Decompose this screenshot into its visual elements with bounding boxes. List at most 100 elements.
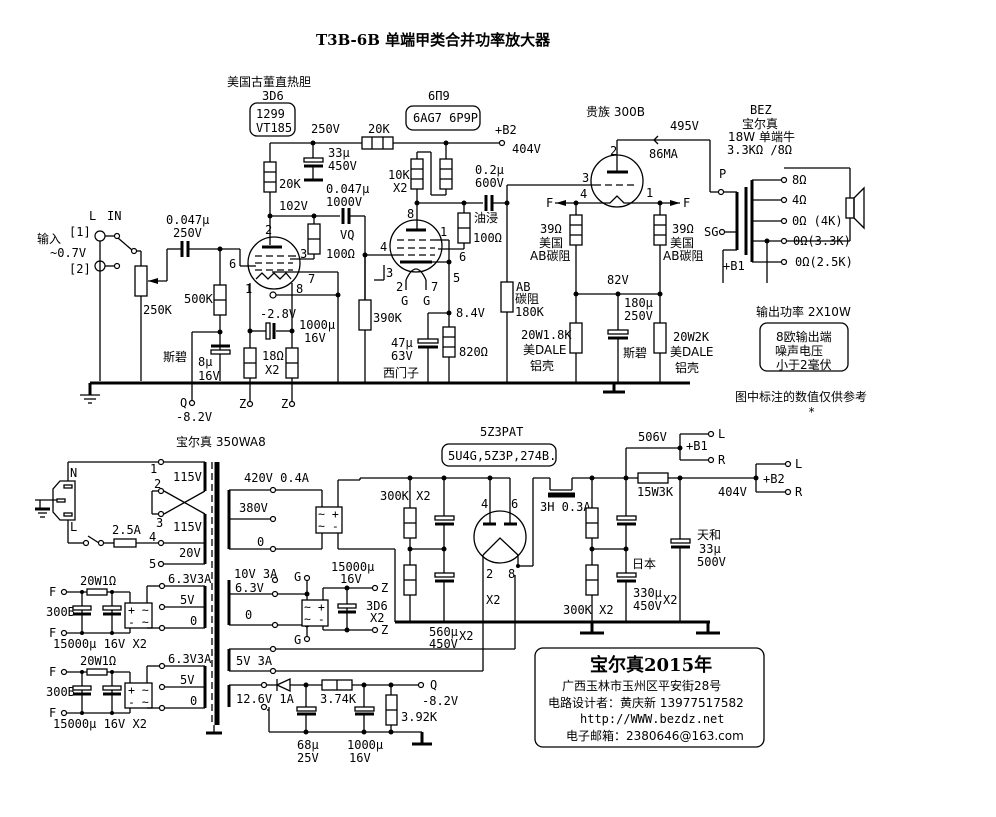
b2-cap-value: 33μ [699, 542, 721, 556]
main-caps-value: 330μ [633, 586, 662, 600]
supply-resistor-20k [361, 136, 394, 150]
grid-resistor-label: 500K [184, 292, 214, 306]
pin-label: 2 [265, 223, 272, 237]
b2-l: L [795, 457, 802, 471]
volume-pot[interactable] [134, 265, 148, 297]
fil-cap-value: 1000μ [299, 318, 335, 332]
stage1-alt-1: 1299 [256, 107, 285, 121]
heater-caps: 15000μ 16V X2 [53, 637, 147, 651]
g2-resistor-stage2-label: 100Ω [473, 231, 502, 245]
ot-tap-label: 0Ω (4K) [792, 214, 843, 228]
pt-tap: 3 [156, 516, 163, 530]
bias-cap-value: 8μ [198, 355, 212, 369]
bias-cap-brand: 斯碧 [163, 350, 187, 364]
cathode-resistor-820 [442, 326, 456, 358]
z-label: Z [239, 397, 246, 411]
input-cap-voltage: 250V [173, 226, 202, 240]
cathode-voltage-82v: 82V [607, 273, 629, 287]
ot-tap-label: 4Ω [792, 193, 806, 207]
spec-notes: 输出功率 2X10W 8欧输出端 噪声电压 小于2毫伏 图中标注的数值仅供参考 … [735, 304, 867, 419]
bias-cap1-value: 68μ [297, 738, 319, 752]
svg-text:~ +: ~ + [318, 507, 339, 521]
stage1-3d6: 美国古董直热胆 3D6 1299 VT185 250V 20K +B2 404V… [227, 74, 541, 411]
heater-3d6-z: Z [381, 581, 388, 595]
output-cathode-cap-brand: 斯碧 [623, 346, 647, 360]
heater-f: F [49, 585, 56, 599]
heater-zero: 0 [190, 694, 197, 708]
fuse [113, 538, 137, 548]
b1-r: R [718, 453, 726, 467]
volume-pot-label: 250K [143, 303, 173, 317]
tube-6p9 [389, 219, 443, 273]
pt-label: 宝尔真 350WA8 [176, 434, 266, 449]
speaker-icon [845, 197, 855, 219]
credits-email[interactable]: 电子邮箱：2380646@163.com [566, 728, 744, 743]
hum-resistor-left-type: AB碳阻 [530, 249, 570, 263]
hv-supply: 300K X2 560μ 450V X2 5Z3PAT 5U4G,5Z3P,27… [359, 425, 803, 651]
input-selector-switch[interactable] [117, 237, 133, 251]
hum-resistor-right-type: AB碳阻 [663, 249, 703, 263]
supply-resistor-label: 20K [368, 122, 390, 136]
heater-3d6-g: G [294, 633, 301, 647]
grid-resistor-180k-value: 180K [515, 305, 545, 319]
bias-cap2-value: 1000μ [347, 738, 383, 752]
res-right-type: 铝壳 [675, 360, 699, 375]
pin-label: 4 [380, 240, 387, 254]
f-label: F [546, 196, 553, 210]
pin-label: 1 [245, 282, 252, 296]
rect-qty: X2 [486, 593, 500, 607]
bias-cap-voltage: 16V [198, 369, 220, 383]
mains-n: N [70, 466, 77, 480]
b2-voltage-top: 404V [512, 142, 541, 156]
bridge-rectifier [124, 602, 153, 629]
stage2-tube-name: 6П9 [428, 89, 450, 103]
pt-voltage: 115V [173, 470, 202, 484]
coupling-cap-type: 油浸 [474, 211, 498, 225]
bias-load-label: 3.92K [401, 710, 438, 724]
cathode-cap-brand-stage2: 西门子 [383, 365, 419, 380]
z-label: Z [281, 397, 288, 411]
stage2-6p9: 6П9 6AG7 6P9P 10K X2 油浸 100Ω 0.2μ 600 [358, 89, 510, 383]
grid-resistor-180k-l2: 碳阻 [515, 292, 539, 306]
pin-label: 8 [508, 567, 515, 581]
mains-l: L [70, 520, 77, 534]
heater-3d6-g: G [294, 570, 301, 584]
main-caps-brand: 日本 [632, 557, 656, 571]
res-right-brand: 美DALE [670, 345, 714, 359]
fil-cap-voltage: 16V [304, 331, 326, 345]
choke-label: 3H 0.3A [540, 500, 591, 514]
filter-cap-voltage: 450V [328, 159, 357, 173]
f-label: F [683, 196, 690, 210]
bias-cap2-voltage: 16V [349, 751, 371, 765]
plate-resistor-10k-a [439, 158, 453, 190]
power-switch[interactable] [87, 535, 100, 544]
hv-tap: 380V [239, 501, 268, 515]
pin-label: 1 [440, 225, 447, 239]
stage1-alt-2: VT185 [256, 121, 292, 135]
pt-voltage: 20V [179, 546, 201, 560]
ot-tap-label: 0Ω(2.5K) [795, 255, 853, 269]
cathode-cap-value-stage2: 47μ [391, 336, 413, 350]
fuse-label: 2.5A [112, 523, 142, 537]
pin-label: 7 [431, 280, 438, 294]
credits-address: 广西玉林市玉州区平安街28号 [562, 678, 721, 693]
g-label: G [423, 294, 430, 308]
b1-voltage: 506V [638, 430, 667, 444]
plate-resistor-10k-label: 10K [388, 168, 410, 182]
heater-winding: 6.3V3A [168, 652, 212, 666]
pt-tap: 5 [149, 557, 156, 571]
main-caps-qty: X2 [663, 593, 677, 607]
rca-jack-1[interactable] [94, 230, 106, 242]
rectifier-alt-box [441, 443, 557, 467]
credits-url[interactable]: http://WWW.bezdz.net [580, 712, 725, 726]
grid-resistor-390k [358, 299, 372, 331]
q-label: Q [180, 396, 187, 410]
pt-tap: 1 [150, 462, 157, 476]
svg-text:+ ~: + ~ [128, 603, 149, 617]
power-transformer: 宝尔真 350WA8 N L 2.5A 1 2 [35, 434, 516, 765]
cathode-resistor-820-label: 820Ω [459, 345, 488, 359]
heater-3d6-bridge [301, 599, 329, 627]
input-caps-qty: X2 [459, 629, 473, 643]
ot-brand-code: BEZ [750, 103, 772, 117]
heater-f: F [49, 626, 56, 640]
